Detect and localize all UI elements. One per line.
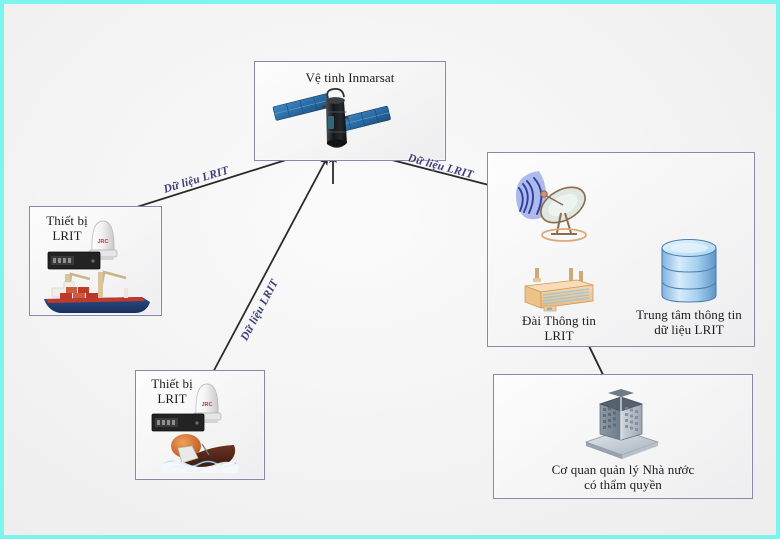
edge-label-ship-to-satellite: Dữ liệu LRIT (162, 164, 231, 196)
ground-station-icon (509, 167, 609, 255)
diagram-slide: Vệ tinh Inmarsat (4, 4, 776, 535)
database-icon (656, 237, 722, 307)
satellite-icon (270, 82, 395, 158)
boat-terminal-icon: JRC (140, 376, 260, 476)
svg-text:JRC: JRC (97, 239, 108, 245)
node-satellite[interactable] (254, 61, 446, 161)
arrow-boat-to-satellite (210, 155, 329, 377)
svg-text:JRC: JRC (201, 402, 212, 408)
node-satellite-label: Vệ tinh Inmarsat (305, 70, 395, 85)
server-icon (519, 268, 599, 312)
node-ground-station-label: Đài Thông tin LRIT (522, 313, 596, 344)
node-boat-terminal-label: Thiết bị LRIT (151, 376, 193, 407)
node-authority-label: Cơ quan quản lý Nhà nước có thẩm quyền (551, 462, 695, 493)
ship-terminal-icon: JRC (34, 212, 158, 314)
government-building-icon (576, 382, 666, 464)
node-ship-terminal-label: Thiết bị LRIT (46, 213, 88, 244)
node-datacenter-label: Trung tâm thông tin dữ liệu LRIT (636, 307, 742, 338)
edge-label-boat-to-satellite: Dữ liệu LRIT (238, 277, 281, 343)
